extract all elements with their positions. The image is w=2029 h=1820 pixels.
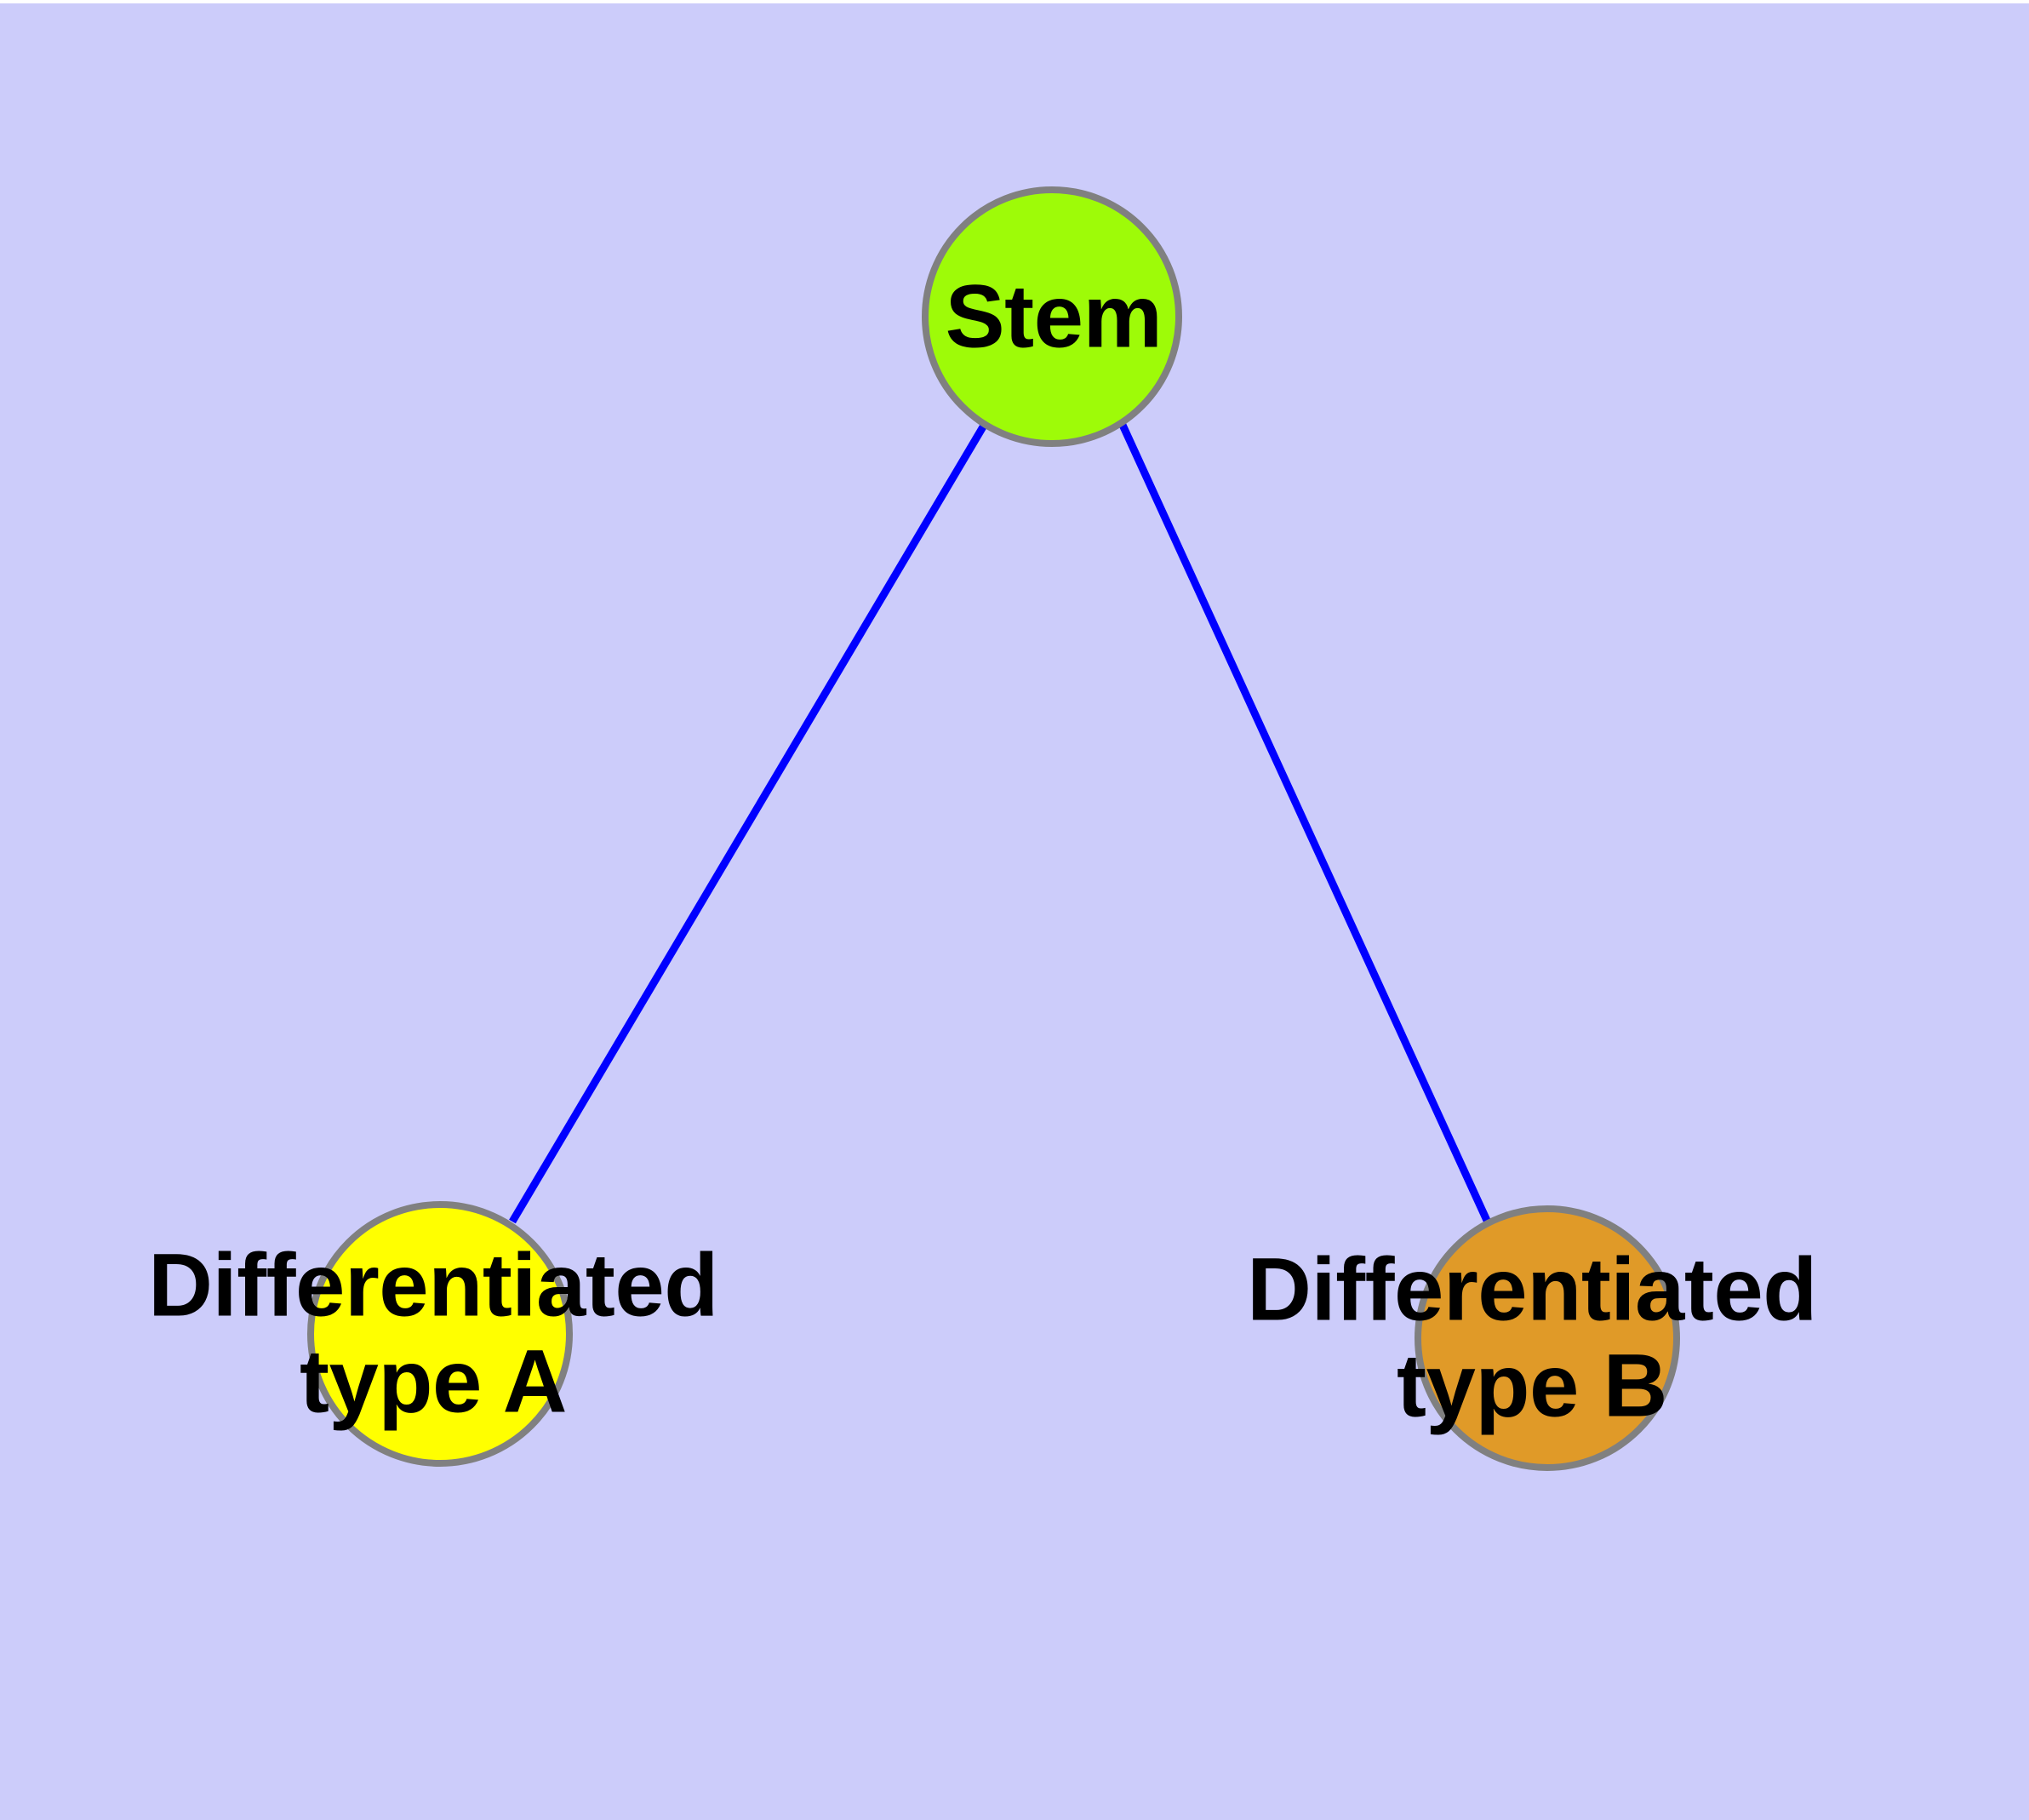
edge-stem-to-differentiated-type-b[interactable] xyxy=(1117,421,1493,1226)
node-differentiated-type-b[interactable] xyxy=(1415,1205,1680,1471)
node-differentiated-type-a[interactable] xyxy=(307,1201,573,1467)
node-stem[interactable] xyxy=(922,186,1182,447)
edge-stem-to-differentiated-type-a[interactable] xyxy=(509,421,988,1224)
